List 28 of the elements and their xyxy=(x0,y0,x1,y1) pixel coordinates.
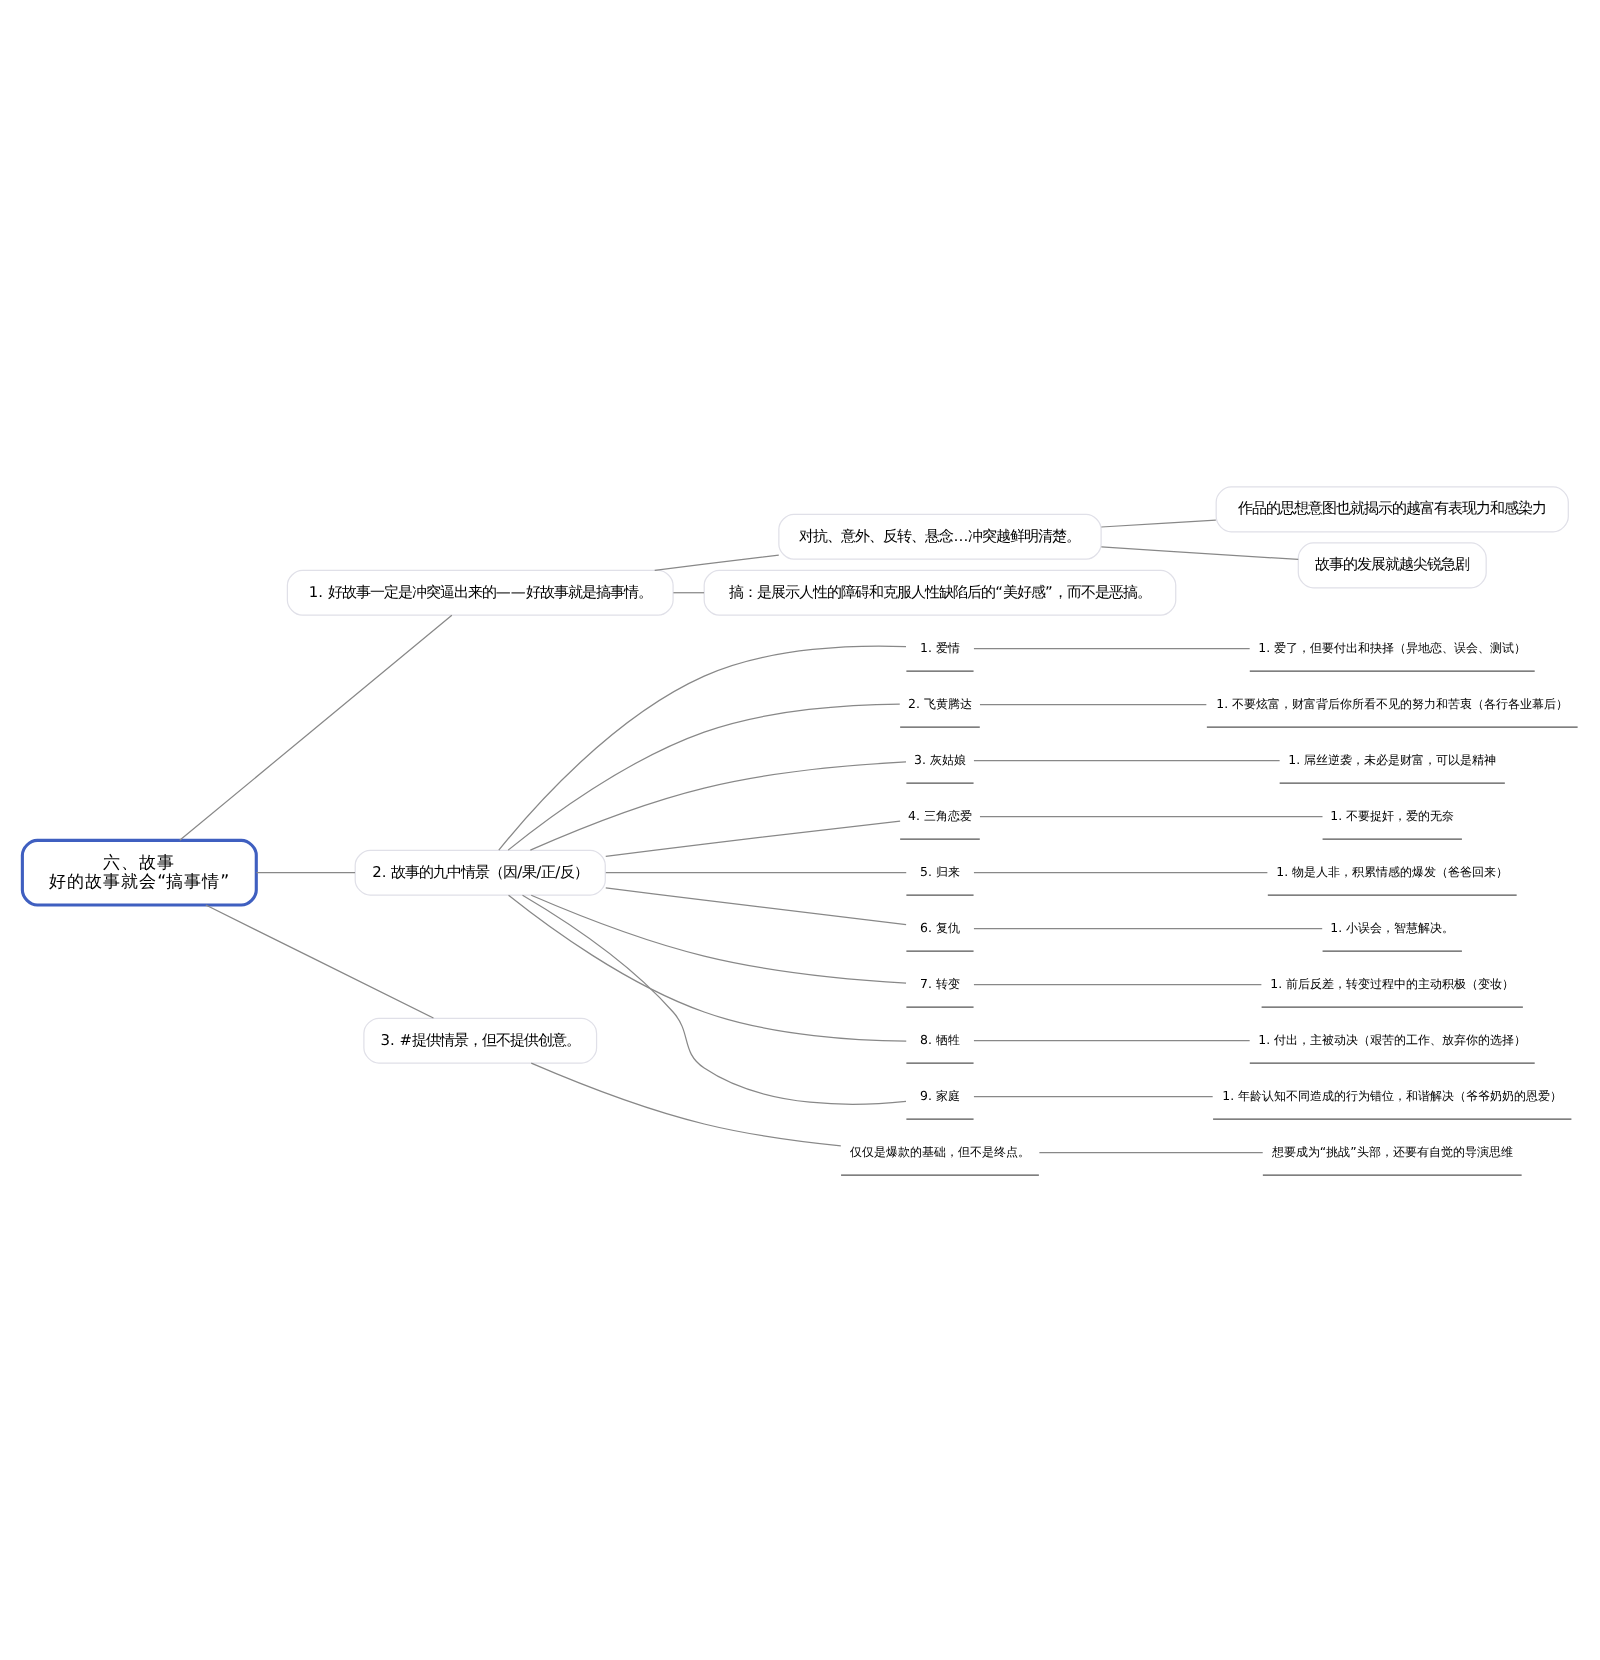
connector xyxy=(973,983,1262,985)
connector xyxy=(605,871,907,873)
connector xyxy=(973,759,1281,761)
connector xyxy=(979,815,1324,817)
connector xyxy=(530,1061,842,1146)
connector xyxy=(979,703,1207,705)
connector xyxy=(605,886,907,925)
connector xyxy=(973,871,1268,873)
connector xyxy=(1100,545,1299,560)
connector xyxy=(205,903,435,1018)
connector xyxy=(529,760,907,850)
connector xyxy=(973,1039,1251,1041)
node-box: 六、故事 好的故事就会“搞事情” xyxy=(20,837,258,906)
connector xyxy=(507,893,907,1041)
connector xyxy=(973,647,1251,649)
connector xyxy=(179,613,453,840)
connector xyxy=(605,819,901,857)
connector xyxy=(530,893,907,983)
connector xyxy=(973,927,1323,929)
connector xyxy=(498,644,907,850)
connector xyxy=(654,553,780,570)
connector xyxy=(1100,518,1217,527)
connector xyxy=(973,1095,1214,1097)
connector xyxy=(255,871,356,873)
connector xyxy=(1038,1151,1264,1153)
connector xyxy=(521,893,907,1104)
connector xyxy=(507,702,901,850)
connector xyxy=(672,591,705,593)
